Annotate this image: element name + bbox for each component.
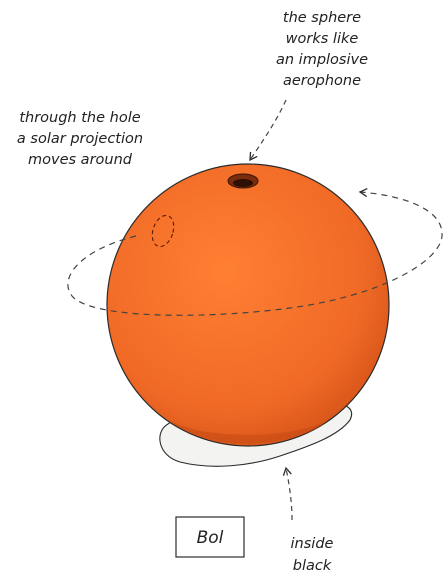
aerophone-annotation: the sphere works like an implosive aerop… — [276, 10, 368, 89]
annotation-line: through the hole — [19, 110, 140, 126]
label-box-frame — [175, 516, 245, 558]
annotation-line: aerophone — [283, 73, 361, 89]
aerophone-arrow — [249, 99, 287, 162]
orbit-front-path — [67, 187, 443, 316]
annotation-line: works like — [286, 31, 359, 47]
annotation-line: the sphere — [283, 10, 361, 26]
orange-sphere — [106, 163, 390, 447]
title-label-box: Bol — [175, 516, 245, 558]
annotation-line: black — [293, 558, 332, 574]
annotation-line: a solar projection — [17, 131, 143, 147]
annotation-line: inside — [291, 536, 334, 552]
sphere-bottom-shade — [170, 418, 330, 444]
annotation-line: moves around — [28, 152, 133, 168]
annotation-line: an implosive — [276, 52, 368, 68]
inside-black-arrow — [282, 466, 293, 521]
inside-black-annotation: inside black — [291, 536, 334, 574]
label-box-text: Bol — [197, 528, 224, 548]
projection-annotation: through the hole a solar projection move… — [17, 110, 143, 168]
solar-projection-spot — [151, 214, 175, 248]
sphere-hole-inner — [233, 179, 253, 187]
